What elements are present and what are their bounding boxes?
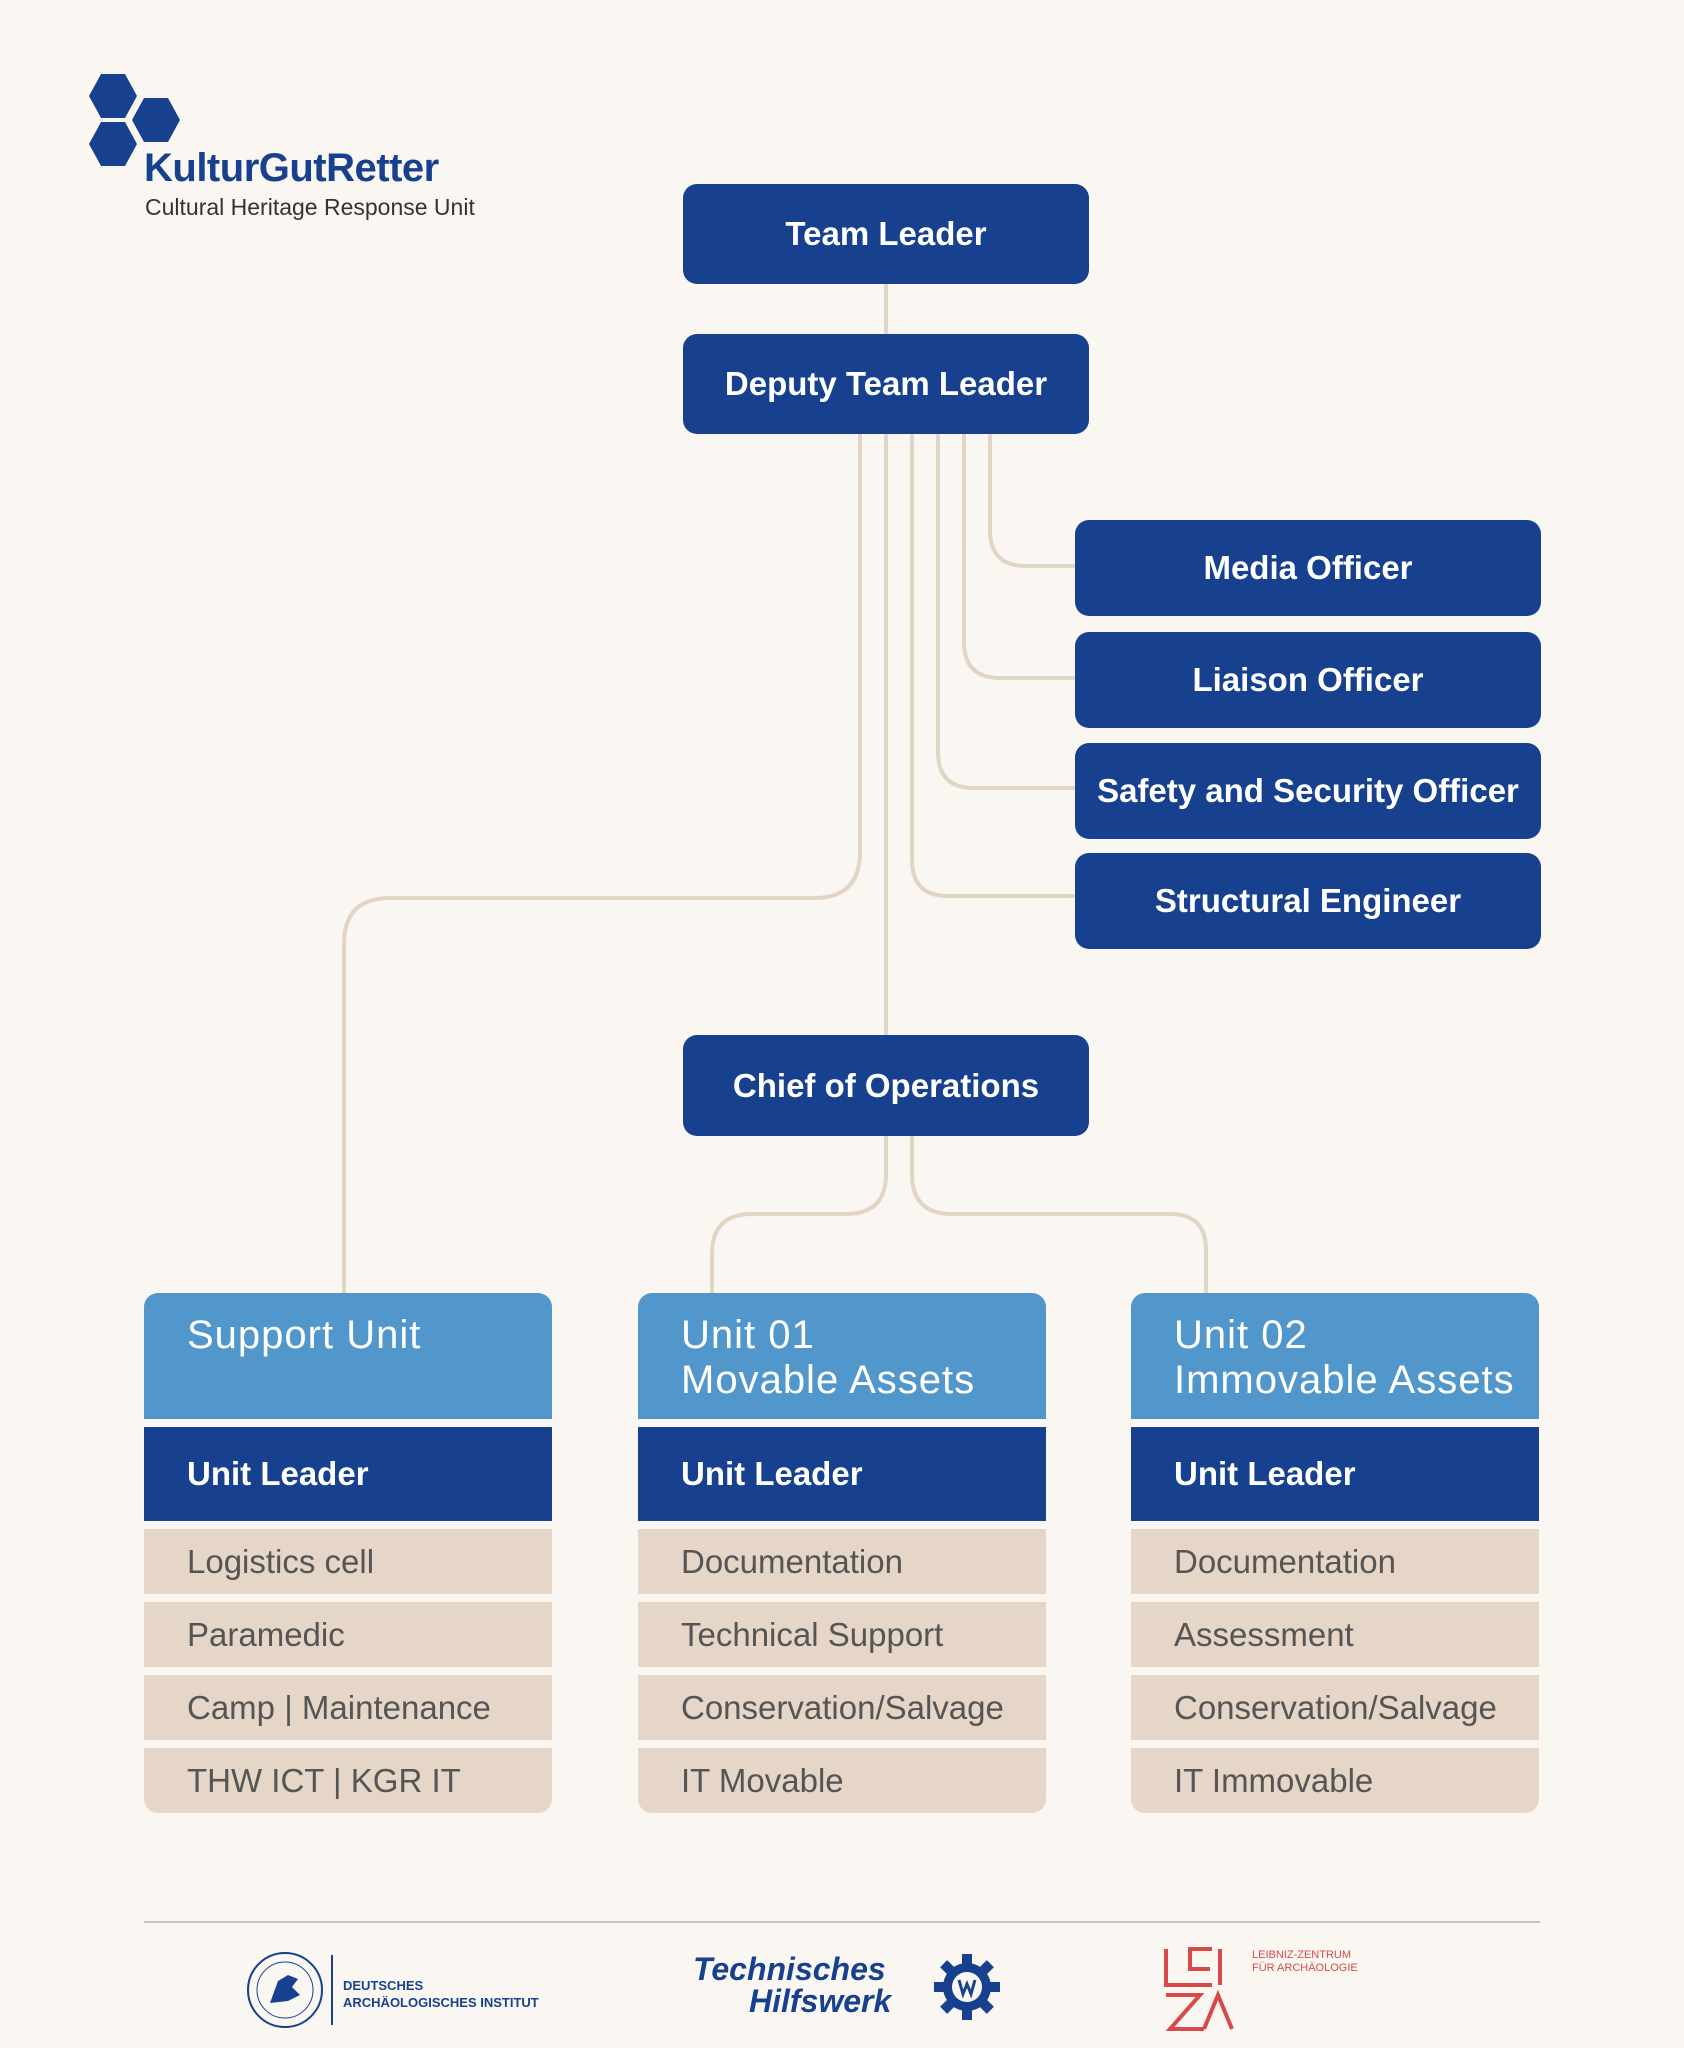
connector-support-unit — [342, 432, 862, 1295]
unit-leader: Unit Leader — [1131, 1427, 1539, 1521]
unit-title-line: Immovable Assets — [1174, 1358, 1515, 1402]
griffin-seal-icon — [247, 1952, 333, 2028]
connector-unit-02 — [910, 1134, 1208, 1295]
chief-of-operations-box: Chief of Operations — [683, 1035, 1089, 1136]
footer-divider — [144, 1921, 1540, 1923]
thw-name-line: Hilfswerk — [749, 1983, 892, 2019]
thw-name-line: Technisches — [693, 1951, 886, 1987]
unit-item: Documentation — [1131, 1529, 1539, 1594]
unit-leader: Unit Leader — [144, 1427, 552, 1521]
connector-media-officer — [988, 432, 1077, 568]
unit-leader: Unit Leader — [638, 1427, 1046, 1521]
unit-item: Technical Support — [638, 1602, 1046, 1667]
unit-item: Paramedic — [144, 1602, 552, 1667]
unit-title-line: Movable Assets — [681, 1358, 976, 1402]
leiza-name-line: LEIBNIZ-ZENTRUM — [1252, 1949, 1351, 1961]
unit-title-line: Support Unit — [187, 1313, 422, 1357]
leiza-mark-icon — [1164, 1947, 1234, 2031]
liaison-officer-box: Liaison Officer — [1075, 632, 1541, 728]
deputy-team-leader-box: Deputy Team Leader — [683, 334, 1089, 434]
support-unit: Support Unit Unit Leader Logistics cell … — [144, 1293, 552, 1813]
leiza-logo: LEIBNIZ-ZENTRUM FÜR ARCHÄOLOGIE — [1160, 1945, 1400, 2035]
kulturgutretter-logo: KulturGutRetter Cultural Heritage Respon… — [88, 72, 528, 222]
dai-name-line: ARCHÄOLOGISCHES INSTITUT — [343, 1995, 539, 2010]
dai-logo: DEUTSCHES ARCHÄOLOGISCHES INSTITUT — [240, 1945, 540, 2035]
hexagon-logo-icon — [89, 74, 180, 166]
unit-01-movable-assets: Unit 01 Movable Assets Unit Leader Docum… — [638, 1293, 1046, 1813]
unit-02-immovable-assets: Unit 02 Immovable Assets Unit Leader Doc… — [1131, 1293, 1539, 1813]
unit-item: Conservation/Salvage — [1131, 1675, 1539, 1740]
unit-item: Assessment — [1131, 1602, 1539, 1667]
unit-item: Logistics cell — [144, 1529, 552, 1594]
logo-title: KulturGutRetter — [144, 146, 439, 190]
structural-engineer-box: Structural Engineer — [1075, 853, 1541, 949]
unit-item: Documentation — [638, 1529, 1046, 1594]
unit-item: Conservation/Salvage — [638, 1675, 1046, 1740]
connector-safety-officer — [936, 432, 1077, 790]
unit-item: THW ICT | KGR IT — [144, 1748, 552, 1813]
connector-liaison-officer — [962, 432, 1077, 680]
unit-item: IT Movable — [638, 1748, 1046, 1813]
unit-title-line: Unit 02 — [1174, 1313, 1308, 1357]
media-officer-box: Media Officer — [1075, 520, 1541, 616]
team-leader-box: Team Leader — [683, 184, 1089, 284]
unit-title-line: Unit 01 — [681, 1313, 815, 1357]
unit-item: IT Immovable — [1131, 1748, 1539, 1813]
leiza-name-line: FÜR ARCHÄOLOGIE — [1252, 1962, 1358, 1974]
unit-title: Unit 01 Movable Assets — [638, 1293, 1046, 1419]
logo-subtitle: Cultural Heritage Response Unit — [145, 194, 475, 220]
gear-icon — [934, 1954, 1000, 2020]
unit-title: Support Unit — [144, 1293, 552, 1419]
connector-unit-01 — [710, 1134, 888, 1295]
dai-name-line: DEUTSCHES — [343, 1978, 424, 1993]
unit-item: Camp | Maintenance — [144, 1675, 552, 1740]
connector-structural-engineer — [910, 432, 1077, 898]
safety-security-officer-box: Safety and Security Officer — [1075, 743, 1541, 839]
unit-title: Unit 02 Immovable Assets — [1131, 1293, 1539, 1419]
thw-logo: Technisches Hilfswerk — [690, 1950, 1010, 2030]
